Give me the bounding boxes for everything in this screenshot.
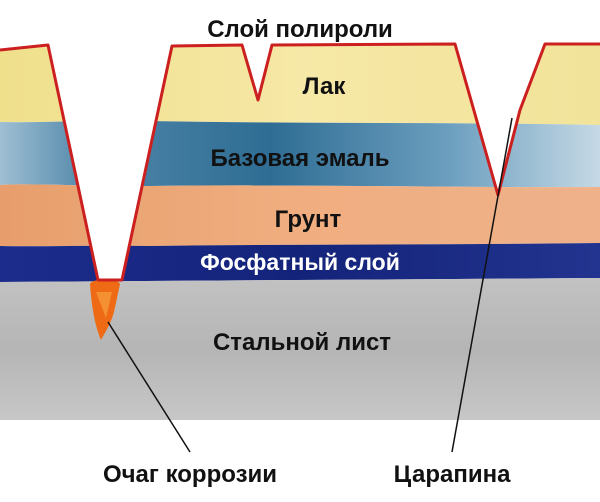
label-primer: Грунт — [275, 206, 342, 233]
polish-outline — [0, 42, 600, 282]
corrosion-leader-line — [107, 321, 191, 453]
label-base-enamel: Базовая эмаль — [210, 145, 389, 172]
label-polish-layer: Слой полироли — [207, 16, 393, 43]
steel-sheet-layer — [0, 278, 600, 420]
scratch-leader-line — [451, 117, 513, 453]
lacquer-layer — [0, 45, 600, 125]
label-lacquer: Лак — [303, 73, 347, 100]
label-scratch: Царапина — [394, 461, 512, 488]
label-steel-sheet: Стальной лист — [213, 329, 391, 356]
label-phosphate: Фосфатный слой — [200, 249, 400, 275]
label-corrosion-spot: Очаг коррозии — [103, 461, 277, 488]
primer-layer — [0, 184, 600, 247]
phosphate-layer — [0, 243, 600, 282]
